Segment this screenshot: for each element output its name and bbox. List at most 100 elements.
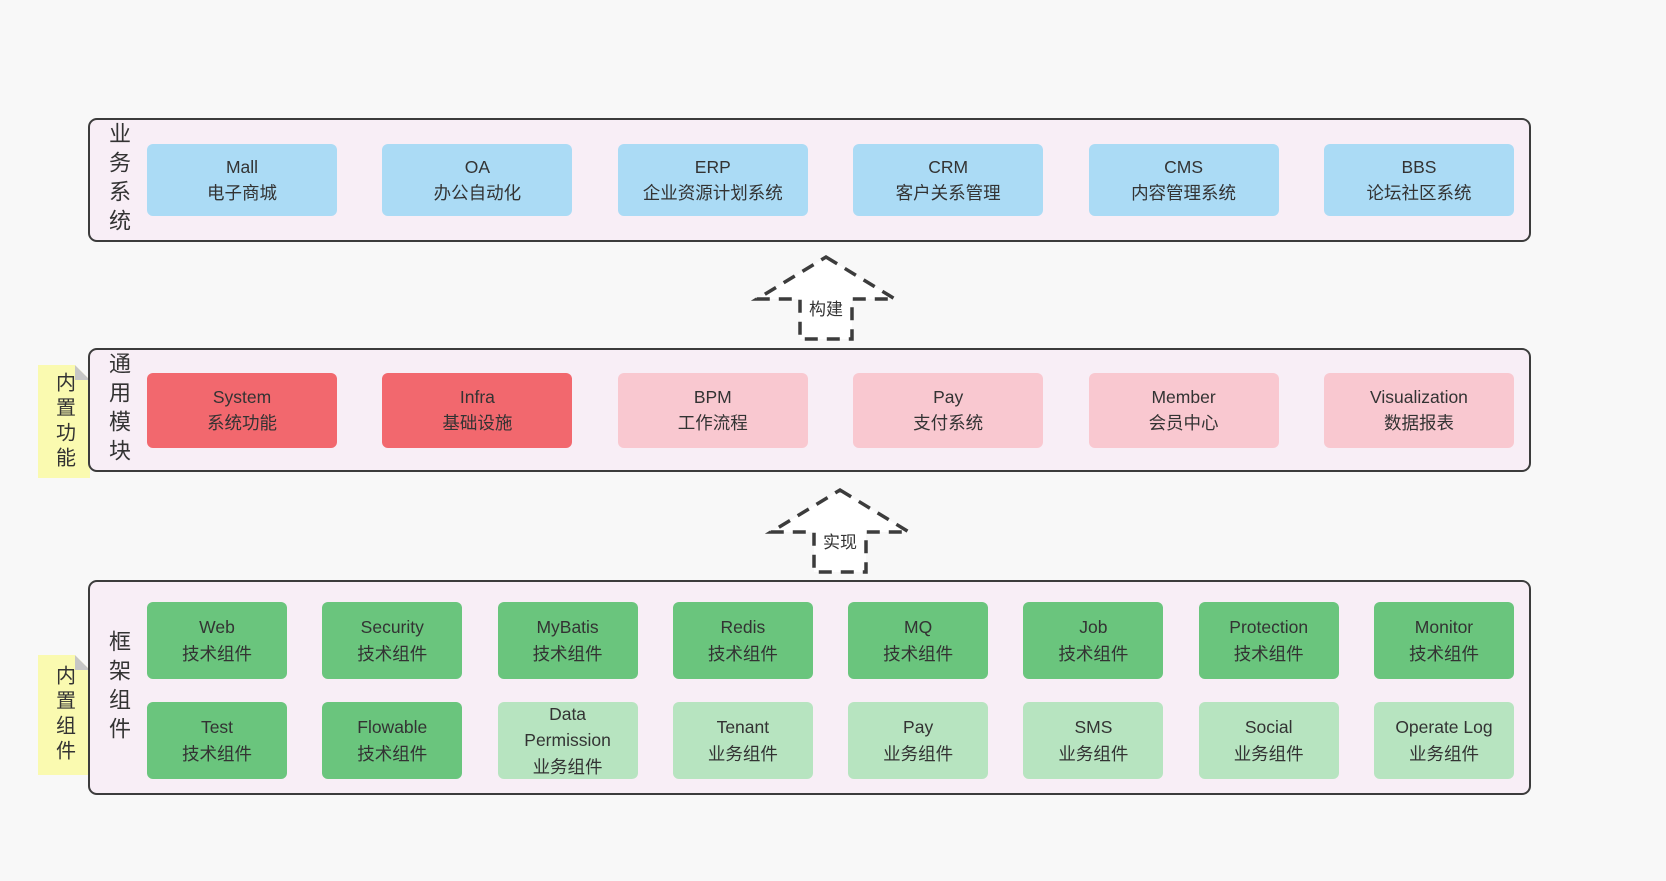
box-title: CMS — [1164, 156, 1203, 177]
box-title: OA — [464, 156, 491, 177]
box-member: Member 会员中心 — [1088, 372, 1279, 448]
box-title: Social — [1244, 717, 1293, 738]
box-subtitle: 业务组件 — [1233, 743, 1304, 764]
arrow-implement-text: 实现 — [821, 533, 859, 552]
box-title: CRM — [928, 156, 969, 177]
box-title: BBS — [1401, 156, 1437, 177]
box-title: Protection — [1229, 617, 1309, 638]
box-cms: CMS 内容管理系统 — [1088, 144, 1279, 216]
framework-rows: Web 技术组件 Security 技术组件 MyBatis 技术组件 Redi… — [147, 602, 1514, 779]
box-crm: CRM 客户关系管理 — [853, 144, 1044, 216]
box-title: ERP — [694, 156, 731, 177]
box-subtitle: 支付系统 — [913, 413, 984, 433]
box-visualization: Visualization 数据报表 — [1323, 372, 1514, 448]
box-subtitle: 技术组件 — [357, 743, 428, 764]
framework-components-label: 框架组件 — [106, 629, 131, 746]
business-systems-row: Mall 电子商城 OA 办公自动化 ERP 企业资源计划系统 CRM 客户关系… — [147, 120, 1514, 240]
box-subtitle: 业务组件 — [532, 756, 603, 777]
box-subtitle: 业务组件 — [1058, 743, 1129, 764]
box-bpm: BPM 工作流程 — [617, 372, 808, 448]
box-monitor: Monitor 技术组件 — [1373, 602, 1514, 679]
box-subtitle: 技术组件 — [1408, 643, 1479, 664]
arrow-build-label: 构建 — [751, 295, 901, 320]
box-subtitle: 业务组件 — [883, 743, 954, 764]
box-mall: Mall 电子商城 — [147, 144, 337, 216]
framework-row-2: Test 技术组件 Flowable 技术组件 Data Permission … — [147, 702, 1514, 779]
box-bbs: BBS 论坛社区系统 — [1323, 144, 1514, 216]
arrow-implement-label: 实现 — [765, 528, 915, 553]
box-subtitle: 企业资源计划系统 — [642, 183, 783, 203]
box-operate-log: Operate Log 业务组件 — [1373, 702, 1514, 779]
box-subtitle: 技术组件 — [707, 643, 778, 664]
box-tenant: Tenant 业务组件 — [672, 702, 813, 779]
box-subtitle: 数据报表 — [1383, 413, 1454, 433]
box-protection: Protection 技术组件 — [1198, 602, 1339, 679]
box-oa: OA 办公自动化 — [382, 144, 573, 216]
sticky-note-built-in-features: 内置功能 — [38, 365, 90, 478]
box-title: Pay — [903, 717, 934, 738]
framework-row-1: Web 技术组件 Security 技术组件 MyBatis 技术组件 Redi… — [147, 602, 1514, 679]
box-data-permission: Data Permission 业务组件 — [497, 702, 638, 779]
layer-framework-components: 框架组件 Web 技术组件 Security 技术组件 MyBatis 技术组件… — [88, 580, 1531, 795]
box-subtitle: 技术组件 — [182, 743, 252, 764]
box-subtitle: 基础设施 — [442, 413, 513, 433]
box-title: Security — [360, 617, 424, 638]
common-modules-label: 通用模块 — [106, 352, 131, 468]
box-pay-system: Pay 支付系统 — [853, 372, 1044, 448]
box-job: Job 技术组件 — [1023, 602, 1164, 679]
box-subtitle: 技术组件 — [532, 643, 603, 664]
box-subtitle: 技术组件 — [1233, 643, 1304, 664]
up-arrow-icon — [751, 254, 901, 341]
box-title: Tenant — [716, 717, 770, 738]
business-systems-label: 业务系统 — [106, 122, 131, 238]
box-subtitle: 业务组件 — [707, 743, 778, 764]
box-subtitle: 论坛社区系统 — [1366, 183, 1472, 203]
box-title: Job — [1079, 617, 1108, 638]
box-title: Web — [199, 617, 235, 638]
box-subtitle: 电子商城 — [207, 183, 277, 203]
box-subtitle: 技术组件 — [182, 643, 252, 664]
box-subtitle: 工作流程 — [677, 413, 748, 433]
box-title: Redis — [720, 617, 766, 638]
box-test: Test 技术组件 — [147, 702, 287, 779]
box-title: MQ — [904, 617, 933, 638]
box-security: Security 技术组件 — [322, 602, 463, 679]
box-subtitle: 会员中心 — [1148, 413, 1219, 433]
box-pay-component: Pay 业务组件 — [848, 702, 989, 779]
box-title: Infra — [459, 386, 495, 407]
box-mybatis: MyBatis 技术组件 — [497, 602, 638, 679]
box-sms: SMS 业务组件 — [1023, 702, 1164, 779]
up-arrow-icon — [765, 487, 915, 574]
box-erp: ERP 企业资源计划系统 — [617, 144, 808, 216]
box-title: Member — [1151, 386, 1216, 407]
box-infra: Infra 基础设施 — [382, 372, 573, 448]
box-subtitle: 系统功能 — [207, 413, 277, 433]
box-subtitle: 办公自动化 — [433, 183, 522, 203]
box-subtitle: 内容管理系统 — [1131, 183, 1237, 203]
arrow-build-icon: 构建 — [751, 253, 901, 343]
box-subtitle: 技术组件 — [357, 643, 428, 664]
box-title: BPM — [693, 386, 732, 407]
box-social: Social 业务组件 — [1198, 702, 1339, 779]
box-mq: MQ 技术组件 — [848, 602, 989, 679]
box-subtitle: 技术组件 — [1058, 643, 1129, 664]
box-title: Mall — [225, 156, 259, 177]
box-subtitle: 技术组件 — [883, 643, 954, 664]
box-web: Web 技术组件 — [147, 602, 287, 679]
arrow-build-text: 构建 — [807, 300, 845, 319]
box-title: Data Permission — [524, 704, 611, 751]
box-title: MyBatis — [536, 617, 599, 638]
box-title: Pay — [933, 386, 964, 407]
common-modules-row: System 系统功能 Infra 基础设施 BPM 工作流程 Pay 支付系统… — [147, 350, 1514, 470]
box-subtitle: 业务组件 — [1408, 743, 1479, 764]
box-title: Flowable — [357, 717, 428, 738]
box-title: Operate Log — [1395, 717, 1493, 738]
box-flowable: Flowable 技术组件 — [322, 702, 463, 779]
box-title: System — [212, 386, 272, 407]
layer-common-modules: 通用模块 System 系统功能 Infra 基础设施 BPM 工作流程 Pay… — [88, 348, 1531, 472]
arrow-implement-icon: 实现 — [765, 486, 915, 576]
box-title: Visualization — [1369, 386, 1468, 407]
box-title: Monitor — [1414, 617, 1474, 638]
sticky-note-built-in-components: 内置组件 — [38, 655, 90, 775]
